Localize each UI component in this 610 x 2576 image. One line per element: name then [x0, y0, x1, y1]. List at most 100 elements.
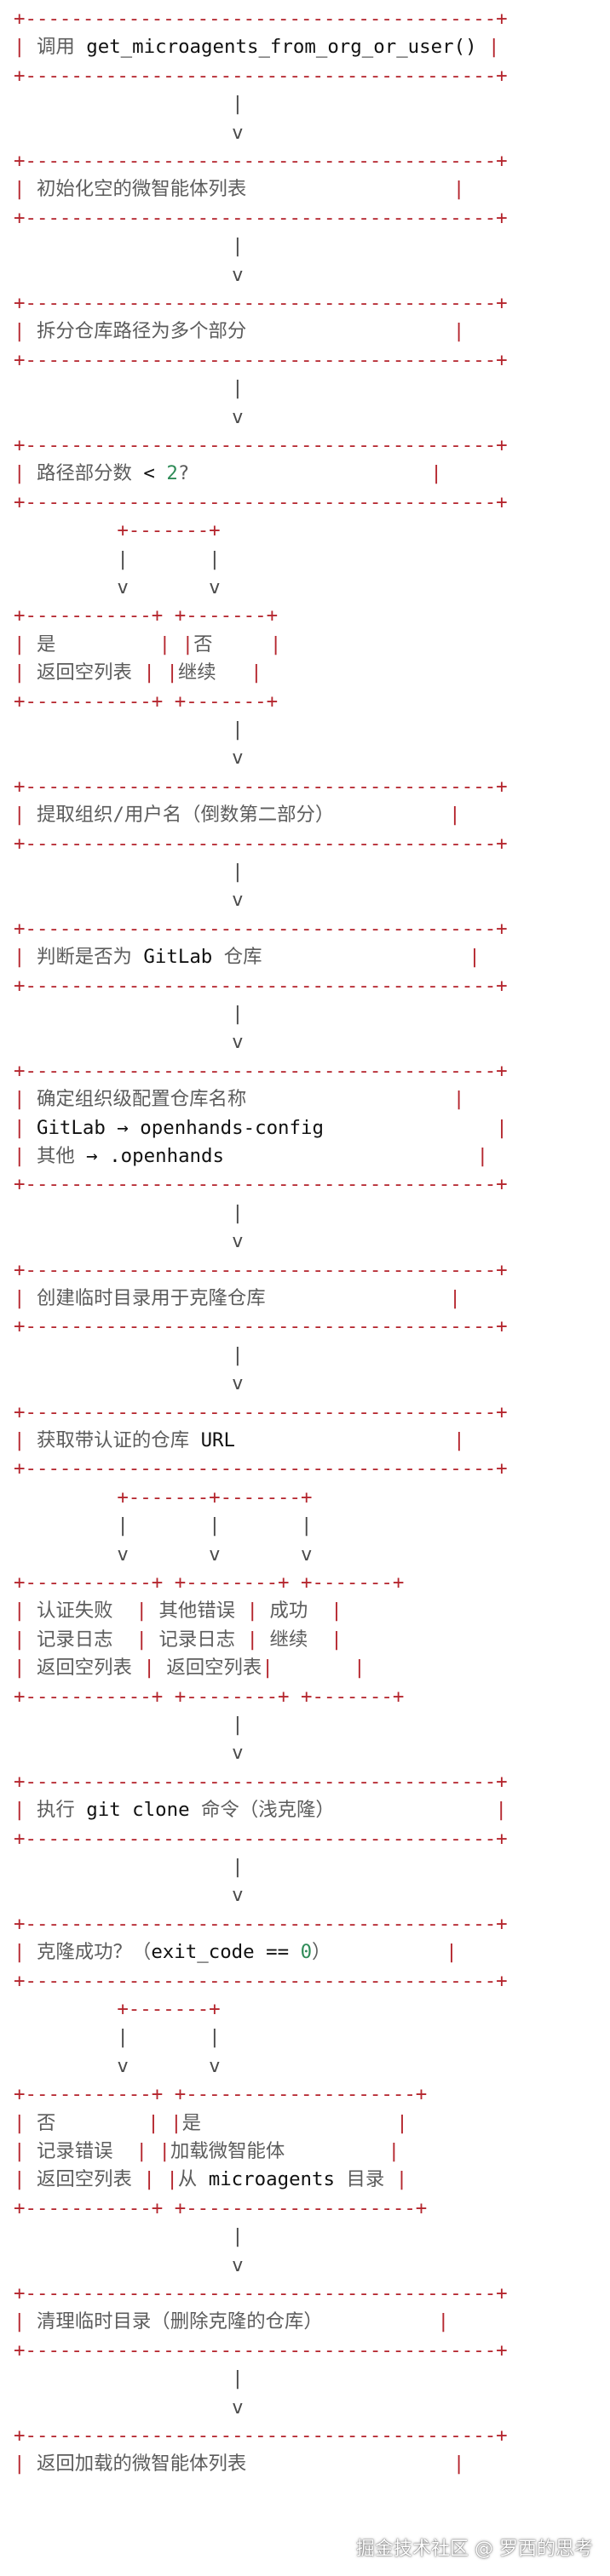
diagram-line: | 是 | |否 |: [14, 631, 281, 659]
box-border: |: [235, 1600, 270, 1623]
flow-arrow: v: [14, 405, 244, 428]
node-text: 是: [36, 633, 56, 655]
box-border: |: [189, 462, 442, 485]
diagram-line: v v v: [14, 1541, 312, 1569]
node-text: 调用: [36, 36, 87, 59]
diagram-line: +-----------+ +--------+ +-------+: [14, 1569, 404, 1597]
diagram-line: | 确定组织级配置仓库名称 |: [14, 1085, 464, 1113]
flow-arrow: |: [14, 861, 244, 883]
box-border: |: [308, 1628, 342, 1651]
diagram-line: | 认证失败 | 其他错误 | 成功 |: [14, 1597, 342, 1625]
diagram-line: v v: [14, 574, 220, 602]
box-border: +---------------------------------------…: [14, 1969, 508, 1992]
box-border: |: [14, 1145, 37, 1167]
flow-arrow: v: [14, 747, 244, 770]
box-border: |: [14, 1116, 37, 1139]
diagram-line: |: [14, 1853, 244, 1881]
box-border: +---------------------------------------…: [14, 8, 508, 30]
diagram-line: +-----------+ +--------+ +-------+: [14, 1683, 404, 1711]
diagram-line: | | |: [14, 1512, 313, 1540]
box-border: |: [14, 1600, 37, 1623]
diagram-line: v: [14, 1370, 243, 1398]
box-border: +---------------------------------------…: [14, 974, 508, 997]
diagram-line: | 提取组织/用户名（倒数第二部分） |: [14, 801, 461, 829]
box-border: |: [201, 2111, 408, 2134]
box-border: +---------------------------------------…: [14, 292, 508, 314]
node-text: 仓库: [212, 946, 262, 969]
diagram-line: | 记录错误 | |加载微智能体 |: [14, 2138, 400, 2166]
box-border: |: [216, 661, 262, 684]
diagram-line: +---------------------------------------…: [14, 346, 508, 375]
diagram-line: | 执行 git clone 命令（浅克隆） |: [14, 1796, 507, 1824]
diagram-line: +---------------------------------------…: [14, 1455, 508, 1483]
box-border: |: [331, 1941, 458, 1964]
box-border: |: [14, 320, 37, 343]
box-border: |: [14, 804, 37, 827]
diagram-line: | 判断是否为 GitLab 仓库 |: [14, 943, 481, 971]
node-text: 2: [166, 462, 178, 485]
flow-arrow: [14, 519, 117, 541]
node-text: 记录日志: [36, 1628, 113, 1651]
node-text: 清理临时目录（删除克隆的仓库）: [36, 2310, 323, 2333]
flow-arrow: | | |: [14, 1514, 313, 1537]
diagram-line: |: [14, 716, 243, 744]
node-text: 是: [181, 2111, 202, 2134]
flow-arrow: |: [14, 1856, 244, 1878]
diagram-line: +---------------------------------------…: [14, 1768, 508, 1796]
diagram-line: | 否 | |是 |: [14, 2109, 408, 2138]
node-text: ）: [312, 1941, 331, 1964]
node-text: 返回空列表: [36, 1657, 132, 1680]
box-border: |: [235, 1429, 465, 1451]
box-border: |: [246, 1088, 465, 1111]
diagram-line: +---------------------------------------…: [14, 204, 508, 232]
flow-arrow: [14, 1998, 117, 2020]
box-border: |: [212, 633, 282, 655]
node-text: <: [143, 462, 167, 485]
box-border: |: [265, 1287, 461, 1309]
box-border: |: [14, 2310, 37, 2333]
box-border: | |: [131, 661, 178, 684]
box-border: |: [322, 2310, 450, 2333]
box-border: +-----------+ +--------------------+: [14, 2196, 428, 2219]
diagram-line: v: [14, 1881, 243, 1909]
box-border: |: [14, 178, 37, 201]
box-border: |: [334, 804, 461, 827]
node-text: git clone: [86, 1799, 190, 1822]
diagram-line: +---------------------------------------…: [14, 2280, 508, 2308]
node-text: 确定组织级配置仓库名称: [36, 1088, 247, 1111]
flow-arrow: v: [14, 2253, 244, 2276]
box-border: |: [14, 36, 37, 59]
node-text: URL: [200, 1429, 236, 1451]
diagram-line: |: [14, 2365, 244, 2393]
box-border: +-----------+ +-------+: [14, 690, 279, 713]
diagram-line: | 其他 → .openhands |: [14, 1142, 488, 1171]
node-text: 命令（浅克隆）: [189, 1799, 335, 1822]
diagram-line: | 清理临时目录（删除克隆的仓库） |: [14, 2308, 449, 2336]
node-text: 克隆成功？（: [36, 1941, 152, 1964]
flow-arrow: |: [14, 2367, 244, 2390]
box-border: |: [285, 2140, 400, 2162]
diagram-line: | GitLab → openhands-config |: [14, 1114, 508, 1142]
diagram-line: |: [14, 1199, 243, 1228]
flow-arrow: | |: [14, 2026, 221, 2049]
box-border: +---------------------------------------…: [14, 490, 508, 513]
diagram-line: | 返回空列表 | 返回空列表| |: [14, 1654, 365, 1682]
box-border: |: [246, 320, 465, 343]
box-border: +---------------------------------------…: [14, 917, 508, 940]
flow-arrow: | |: [14, 547, 221, 570]
box-border: |: [14, 1628, 37, 1651]
diagram-line: |: [14, 232, 243, 260]
diagram-line: | |: [14, 546, 221, 574]
node-text: 返回空列表: [166, 1657, 262, 1680]
box-border: |: [224, 1145, 489, 1167]
diagram-line: | 记录日志 | 记录日志 | 继续 |: [14, 1626, 342, 1654]
diagram-line: +-----------+ +-------+: [14, 602, 278, 630]
diagram-line: +---------------------------------------…: [14, 972, 508, 1000]
watermark: 掘金技术社区 @ 罗西的思考: [356, 2539, 593, 2560]
diagram-line: v: [14, 1028, 243, 1056]
node-text: 初始化空的微智能体列表: [36, 178, 247, 201]
node-text: 成功: [269, 1600, 308, 1623]
diagram-line: +---------------------------------------…: [14, 2422, 508, 2450]
box-border: |: [323, 1116, 508, 1139]
diagram-line: v: [14, 404, 244, 432]
